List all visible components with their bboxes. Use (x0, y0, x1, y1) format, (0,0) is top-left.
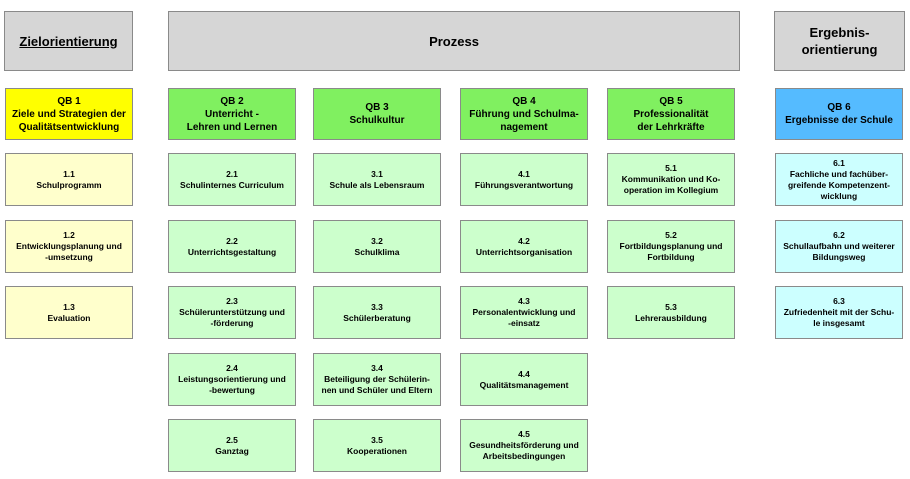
qb-5-item-2: 5.2 Fortbildungsplanung und Fortbildung (607, 220, 735, 273)
qb-3-item-5: 3.5 Kooperationen (313, 419, 441, 472)
header-ergebnisorientierung: Ergebnis- orientierung (774, 11, 905, 71)
qb-5-item-1: 5.1 Kommunikation und Ko- operation im K… (607, 153, 735, 206)
qb-4-item-1: 4.1 Führungsverantwortung (460, 153, 588, 206)
qb-2-header: QB 2 Unterricht - Lehren und Lernen (168, 88, 296, 140)
qb-3-item-4: 3.4 Beteiligung der Schülerin- nen und S… (313, 353, 441, 406)
qb-2-item-4: 2.4 Leistungsorientierung und -bewertung (168, 353, 296, 406)
qb-2-item-1: 2.1 Schulinternes Curriculum (168, 153, 296, 206)
qb-2-item-5: 2.5 Ganztag (168, 419, 296, 472)
qb-4-item-2: 4.2 Unterrichtsorganisation (460, 220, 588, 273)
header-zielorientierung: Zielorientierung (4, 11, 133, 71)
qb-6-item-2: 6.2 Schullaufbahn und weiterer Bildungsw… (775, 220, 903, 273)
qb-4-header: QB 4 Führung und Schulma- nagement (460, 88, 588, 140)
qb-1-header: QB 1 Ziele und Strategien der Qualitätse… (5, 88, 133, 140)
qb-3-item-1: 3.1 Schule als Lebensraum (313, 153, 441, 206)
qb-1-item-2: 1.2 Entwicklungsplanung und -umsetzung (5, 220, 133, 273)
qb-6-item-1: 6.1 Fachliche und fachüber- greifende Ko… (775, 153, 903, 206)
qb-3-item-3: 3.3 Schülerberatung (313, 286, 441, 339)
qb-5-header: QB 5 Professionalität der Lehrkräfte (607, 88, 735, 140)
qb-1-item-3: 1.3 Evaluation (5, 286, 133, 339)
qb-2-item-2: 2.2 Unterrichtsgestaltung (168, 220, 296, 273)
header-prozess: Prozess (168, 11, 740, 71)
qb-4-item-4: 4.4 Qualitätsmanagement (460, 353, 588, 406)
qb-2-item-3: 2.3 Schülerunterstützung und -förderung (168, 286, 296, 339)
qb-4-item-5: 4.5 Gesundheitsförderung und Arbeitsbedi… (460, 419, 588, 472)
qb-6-header: QB 6 Ergebnisse der Schule (775, 88, 903, 140)
qb-1-item-1: 1.1 Schulprogramm (5, 153, 133, 206)
qb-3-header: QB 3 Schulkultur (313, 88, 441, 140)
qb-4-item-3: 4.3 Personalentwicklung und -einsatz (460, 286, 588, 339)
qb-3-item-2: 3.2 Schulklima (313, 220, 441, 273)
qb-6-item-3: 6.3 Zufriedenheit mit der Schu- le insge… (775, 286, 903, 339)
qb-5-item-3: 5.3 Lehrerausbildung (607, 286, 735, 339)
